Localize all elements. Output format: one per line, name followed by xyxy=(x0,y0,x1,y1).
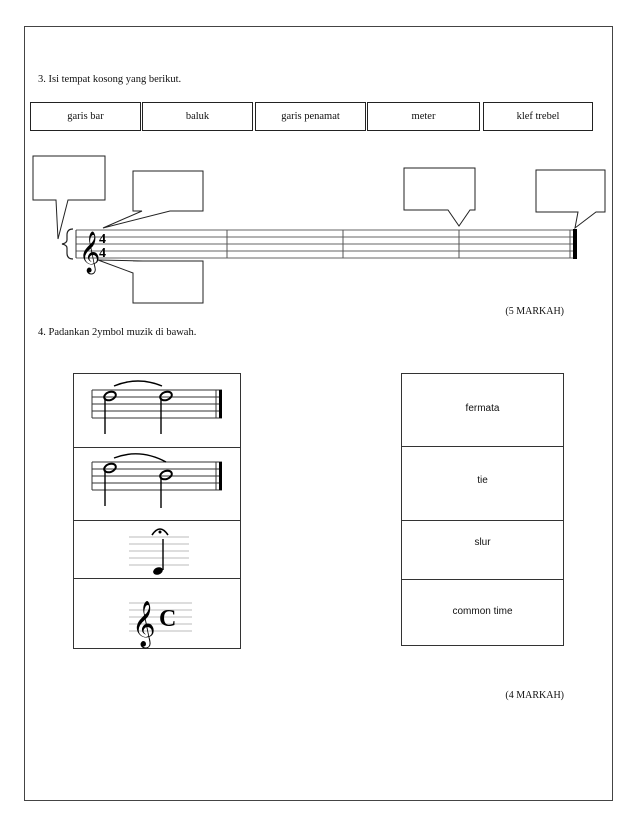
tie-symbol-icon xyxy=(91,380,222,434)
symbol-cell-tie xyxy=(74,374,240,448)
symbol-cell-common-time: 𝄞 C xyxy=(74,579,240,649)
common-time-clef-icon: 𝄞 xyxy=(132,601,156,649)
symbol-cell-slur xyxy=(74,448,240,521)
term-cell-tie: tie xyxy=(402,447,563,521)
callout-meter-lower xyxy=(97,259,204,304)
terms-table: fermata tie slur common time xyxy=(401,373,564,646)
callout-clef-upper xyxy=(102,170,204,229)
term-fermata: fermata xyxy=(465,403,500,414)
time-signature-top: 4 xyxy=(99,232,106,247)
treble-clef-icon: 𝄞 xyxy=(79,231,100,274)
term-slur: slur xyxy=(474,537,491,548)
callout-brace xyxy=(32,155,106,240)
term-cell-fermata: fermata xyxy=(402,374,563,447)
page-border xyxy=(24,26,613,801)
callout-barline xyxy=(403,167,476,227)
final-bar-thick xyxy=(573,229,577,259)
term-tie: tie xyxy=(477,475,488,486)
question-4-marks: (4 MARKAH) xyxy=(505,690,564,701)
time-signature-bottom: 4 xyxy=(99,246,106,261)
term-cell-slur: slur xyxy=(402,521,563,580)
symbol-cell-fermata xyxy=(74,521,240,579)
common-time-c: C xyxy=(159,606,176,632)
term-cell-common-time: common time xyxy=(402,580,563,645)
symbol-table: 𝄞 C xyxy=(73,373,241,649)
callout-final-bar xyxy=(535,169,606,230)
slur-symbol-icon xyxy=(91,453,222,508)
question-3-text: 3. Isi tempat kosong yang berikut. xyxy=(38,74,182,85)
word-box-klef-trebel: klef trebel xyxy=(483,102,593,131)
word-box-garis-penamat: garis penamat xyxy=(255,102,366,131)
word-box-garis-bar: garis bar xyxy=(30,102,141,131)
fermata-symbol-icon xyxy=(129,528,189,575)
question-4-text: 4. Padankan 2ymbol muzik di bawah. xyxy=(38,327,197,338)
word-box-baluk: baluk xyxy=(142,102,253,131)
question-3-marks: (5 MARKAH) xyxy=(505,306,564,317)
staff-brace xyxy=(61,228,74,260)
common-time-symbol-icon: 𝄞 C xyxy=(129,601,192,649)
word-box-meter: meter xyxy=(367,102,480,131)
term-common-time: common time xyxy=(452,606,513,617)
